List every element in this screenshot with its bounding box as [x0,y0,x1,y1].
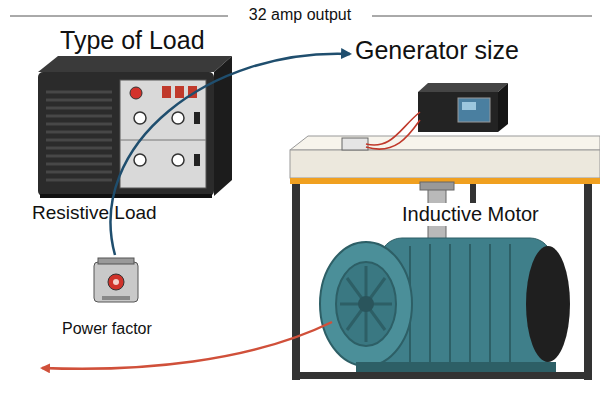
node-heading: Generator size [355,36,519,65]
node-label: Resistive Load [32,202,157,224]
load-bank [38,56,232,198]
meter-box [418,83,508,132]
generator-node: Generator size [350,36,580,132]
node-heading: Type of Load [60,26,205,55]
load-bank-node: Type of LoadResistive Load [30,26,240,232]
top-rule [372,16,592,17]
power-factor-device [94,258,138,302]
connector-arrow [111,54,350,255]
motor [320,182,570,372]
terminal-block [342,112,420,150]
node-heading: Inductive Motor [402,203,539,226]
power-factor-node: Power factor [60,255,185,345]
motor-node: Inductive Motor [290,135,600,390]
header-label: 32 amp output [232,6,368,24]
table [290,136,600,380]
top-rule [10,16,228,17]
node-heading: Power factor [62,320,152,338]
